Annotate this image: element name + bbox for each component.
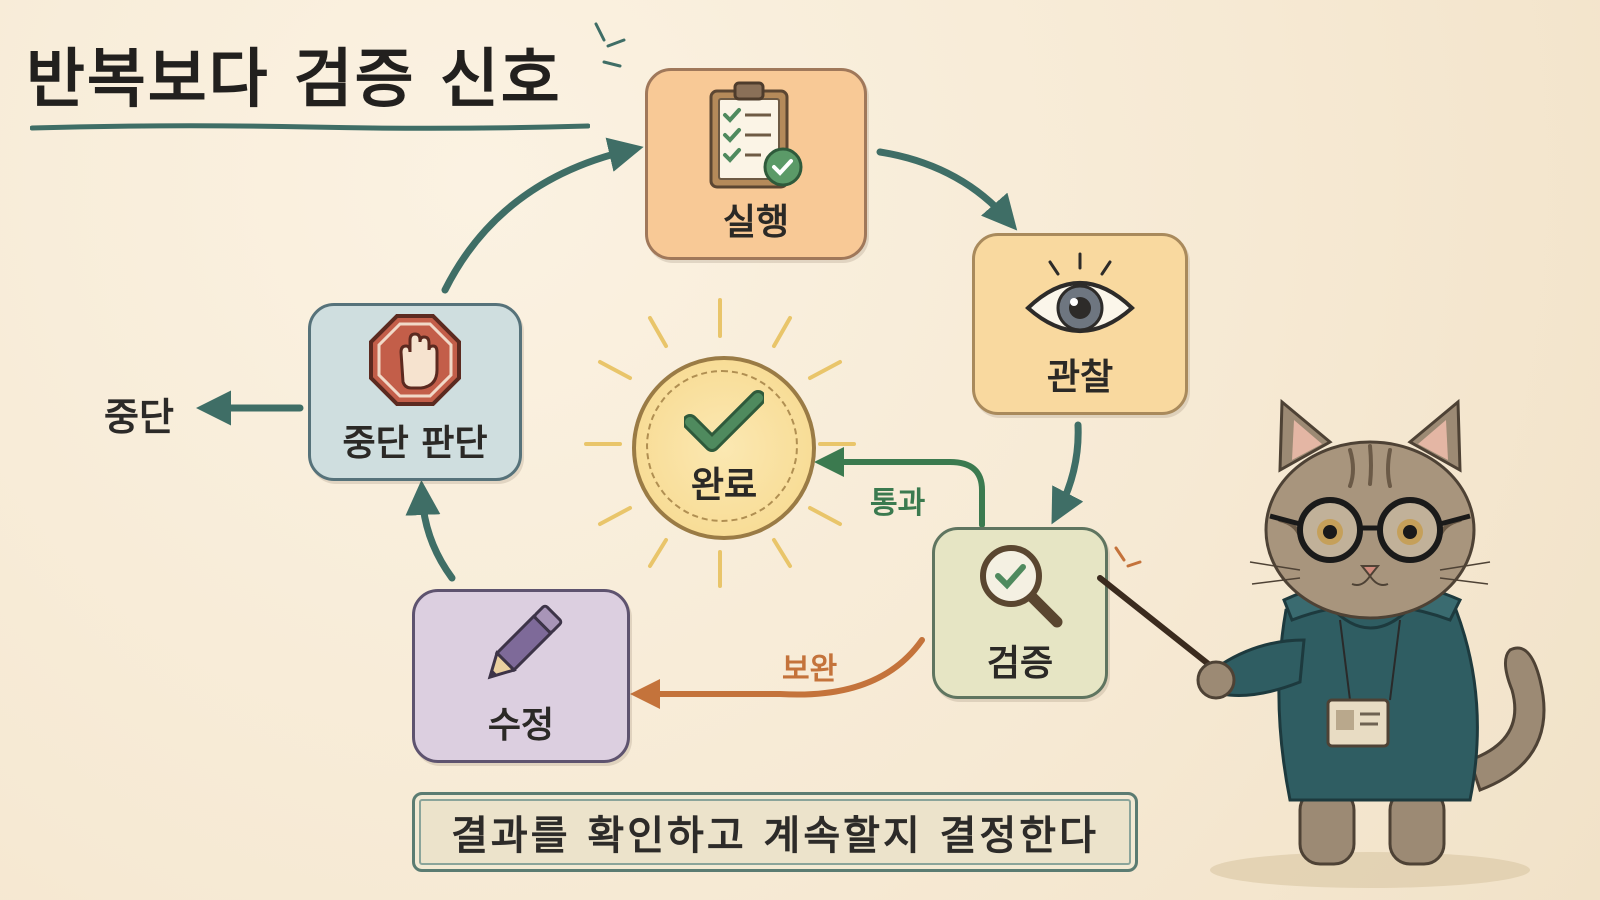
stop-hand-icon: [369, 314, 461, 406]
page-title: 반복보다 검증 신호: [26, 43, 562, 117]
node-verify: 검증: [932, 527, 1108, 699]
clipboard-check-icon: [709, 81, 803, 189]
node-complete-label: 완료: [690, 465, 758, 506]
edge-execute-to-observe: [876, 148, 1018, 231]
title-underline: [30, 123, 590, 131]
edge-verify-to-revise: [630, 637, 925, 709]
magnifier-check-icon: [980, 545, 1063, 628]
node-revise-label: 수정: [487, 705, 555, 746]
node-observe-label: 관찰: [1046, 357, 1114, 398]
node-stop-decision: 중단 판단: [308, 303, 522, 481]
node-observe: 관찰: [972, 233, 1188, 415]
edge-stop-to-execute: [441, 137, 644, 294]
complete-glow-rays: [584, 298, 856, 588]
edge-label-stop-out: 중단: [104, 395, 174, 439]
edge-label-supplement: 보완: [782, 652, 838, 687]
edge-verify-to-complete: [814, 447, 985, 528]
complete-dashed-ring: [646, 370, 798, 522]
caption-text: 결과를 확인하고 계속할지 결정한다: [451, 813, 1099, 859]
checkmark-icon: [684, 390, 764, 452]
edge-revise-to-stop: [405, 480, 456, 582]
eye-icon: [1025, 252, 1135, 333]
title-spark: [594, 22, 626, 68]
node-execute: 실행: [645, 68, 867, 260]
caption-banner: 결과를 확인하고 계속할지 결정한다: [412, 792, 1138, 872]
node-execute-label: 실행: [722, 202, 790, 243]
edge-label-pass: 통과: [870, 486, 926, 521]
node-stop-decision-label: 중단 판단: [342, 423, 488, 464]
node-verify-label: 검증: [986, 643, 1054, 684]
node-complete: 완료: [632, 356, 816, 540]
node-revise: 수정: [412, 589, 630, 763]
edge-observe-to-verify: [1051, 421, 1084, 525]
pencil-icon: [487, 604, 563, 680]
